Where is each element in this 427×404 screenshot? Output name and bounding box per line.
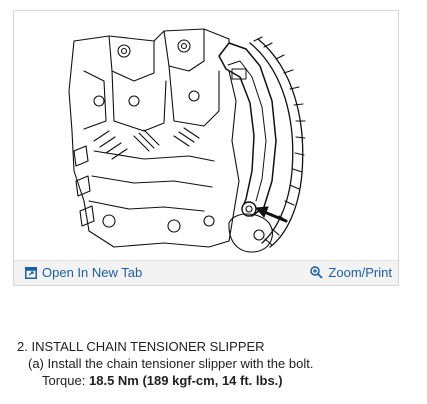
figure-card: Open In New Tab Zoom/Print	[13, 10, 399, 286]
instructions-block: 2. INSTALL CHAIN TENSIONER SLIPPER (a) I…	[17, 338, 313, 389]
zoom-print-label: Zoom/Print	[328, 265, 392, 280]
substep-a: (a) Install the chain tensioner slipper …	[28, 356, 314, 371]
engine-diagram	[68, 28, 306, 253]
zoom-print-link[interactable]: Zoom/Print	[310, 265, 392, 280]
magnifier-zoom-icon	[310, 266, 324, 279]
open-new-tab-icon	[25, 266, 37, 279]
torque-value: 18.5 Nm (189 kgf-cm, 14 ft. lbs.)	[89, 373, 283, 388]
torque-label: Torque:	[42, 373, 86, 388]
figure-toolbar: Open In New Tab Zoom/Print	[14, 260, 398, 285]
open-new-tab-link[interactable]: Open In New Tab	[25, 265, 142, 280]
torque-spec: Torque: 18.5 Nm (189 kgf-cm, 14 ft. lbs.…	[42, 372, 313, 389]
step-title: 2. INSTALL CHAIN TENSIONER SLIPPER	[17, 339, 265, 354]
open-new-tab-label: Open In New Tab	[42, 265, 143, 280]
